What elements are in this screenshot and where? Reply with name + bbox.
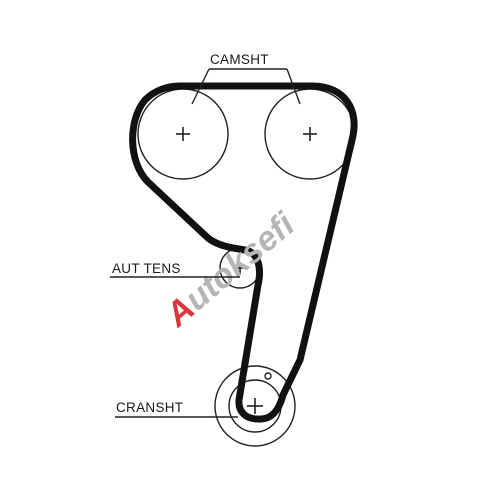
center-cross-tensioner — [234, 262, 246, 274]
tensioner-label: AUT TENS — [112, 261, 181, 276]
camshaft-label: CAMSHT — [210, 52, 269, 67]
timing-belt — [129, 82, 358, 423]
crankshaft-pulley — [214, 365, 296, 447]
center-cross-cam-right — [303, 127, 317, 141]
camshaft-leader — [191, 68, 301, 105]
watermark-rest: utoksefi — [178, 204, 303, 318]
center-cross-cam-left — [176, 127, 190, 141]
crankshaft-timing-mark — [264, 372, 272, 380]
crankshaft-label: CRANSHT — [116, 400, 183, 415]
center-cross-crankshaft — [247, 398, 263, 414]
